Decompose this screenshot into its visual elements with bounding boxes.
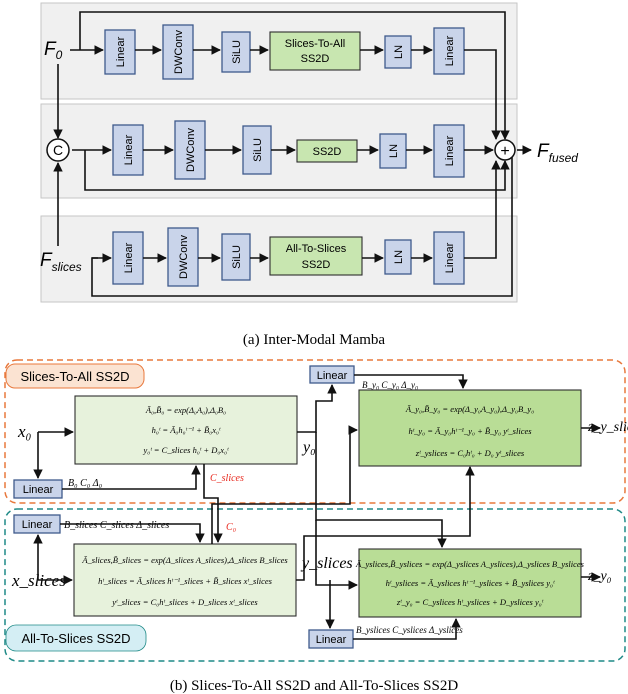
- row2-ss2d[interactable]: [296, 139, 358, 163]
- plus-label: +: [500, 143, 509, 160]
- fslices-label: Fslices: [40, 250, 82, 274]
- row1-ln-label: LN: [393, 45, 405, 59]
- row3-ln-label: LN: [393, 250, 405, 264]
- row3-linear[interactable]: [112, 231, 144, 285]
- row3-silu-label: SiLU: [231, 245, 243, 269]
- row2-linear2[interactable]: [433, 124, 465, 178]
- eq-br-3: zᵗ_y₀ = C_yslices hᵗ_yslices + D_yslices…: [396, 597, 544, 607]
- linear-xslices-label: Linear: [22, 519, 53, 531]
- x0-label: x₀: [17, 422, 32, 441]
- row1-linear-label: Linear: [115, 36, 127, 67]
- eq-tl-3: y₀ᵗ = C_slices h₀ᵗ + D₀x₀ᵗ: [143, 445, 230, 455]
- row1-silu[interactable]: [221, 31, 251, 73]
- f0-label: F0: [44, 39, 63, 62]
- row1-linear[interactable]: [104, 29, 136, 75]
- part-b-connectors: [33, 374, 601, 640]
- caption-a: (a) Inter-Modal Mamba: [243, 332, 385, 348]
- row2-linear[interactable]: [112, 124, 144, 176]
- eq-box-slices-to-all-a: [74, 395, 298, 465]
- row2-ln[interactable]: [379, 133, 407, 169]
- by0-label: B_y₀ C_y₀ Δ_y₀: [362, 380, 418, 390]
- linear-yslices-label: Linear: [316, 634, 347, 646]
- row3-linear2-label: Linear: [444, 242, 456, 273]
- region1-label: Slices-To-All SS2D: [20, 369, 129, 384]
- row1-linear2[interactable]: [433, 27, 465, 75]
- bslices-label: B_slices C_slices Δ_slices: [64, 520, 169, 531]
- row3-ln[interactable]: [384, 239, 412, 275]
- plus-node: [494, 139, 516, 161]
- cslices-label: C_slices: [210, 473, 244, 484]
- ss2d-diagram: Slices-To-All SS2D All-To-Slices SS2D Ā₀…: [4, 359, 628, 662]
- inter-modal-mamba-diagram: Linear DWConv SiLU Slices-To-All SS2D LN…: [40, 2, 578, 303]
- row1-dwconv[interactable]: [162, 24, 194, 80]
- linear-y0-label: Linear: [317, 370, 348, 382]
- row1-silu-label: SiLU: [231, 40, 243, 64]
- eq-br-1: Ā_yslices,B̄_yslices = exp(Δ_yslices A_y…: [355, 559, 585, 569]
- row2-ln-label: LN: [388, 144, 400, 158]
- row3-silu[interactable]: [221, 233, 251, 281]
- row2-silu[interactable]: [242, 125, 272, 175]
- row1-dwconv-label: DWConv: [173, 30, 185, 75]
- row3-ss2d-label2: SS2D: [302, 259, 331, 271]
- row3-linear-label: Linear: [123, 242, 135, 273]
- eq-tr-1: Ā_y₀,B̄_y₀ = exp(Δ_y₀A_y₀),Δ_y₀B_y₀: [405, 404, 534, 414]
- region-all-to-slices: [4, 508, 626, 662]
- region2-label: All-To-Slices SS2D: [21, 631, 130, 646]
- byslices-label: B_yslices C_yslices Δ_yslices: [356, 625, 463, 635]
- eq-box-all-to-slices-b: [358, 548, 582, 618]
- row1-ln[interactable]: [384, 35, 412, 69]
- row2-ss2d-label: SS2D: [313, 146, 342, 158]
- b0c0-label: B₀ C₀ Δ₀: [68, 478, 103, 489]
- c0-label: C₀: [226, 522, 237, 533]
- eq-tl-2: h₀ᵗ = Ā₀h₀ᵗ⁻¹ + B̄₀x₀ᵗ: [152, 425, 221, 435]
- row3-ss2d-label1: All-To-Slices: [286, 243, 347, 255]
- row1-ss2d[interactable]: [269, 31, 361, 71]
- concat-node: [46, 138, 70, 162]
- row2-linear2-label: Linear: [444, 135, 456, 166]
- region1-label-box: [5, 363, 145, 389]
- linear-x0-label: Linear: [23, 484, 54, 496]
- row3-dwconv-label: DWConv: [178, 235, 190, 280]
- row2-linear-label: Linear: [123, 134, 135, 165]
- part-a-connectors: [53, 11, 532, 297]
- eq-br-2: hᵗ_yslices = Ā_yslices hᵗ⁻¹_yslices + B̄…: [386, 578, 555, 588]
- row1-ss2d-label1: Slices-To-All: [285, 38, 346, 50]
- eq-tr-3: zᵗ_yslices = C₀hᵗ₀ + D₀ yᵗ_slices: [415, 448, 525, 458]
- y0-label: y₀: [301, 439, 316, 456]
- row2-silu-label: SiLU: [252, 138, 264, 162]
- eq-bl-3: yᵗ_slices = C₀hᵗ_slices + D_slices xᵗ_sl…: [111, 597, 258, 607]
- eq-bl-1: Ā_slices,B̄_slices = exp(Δ_slices A_slic…: [81, 555, 288, 565]
- row1-ss2d-label2: SS2D: [301, 53, 330, 65]
- row3-ss2d[interactable]: [269, 236, 363, 276]
- yslices-label: y_slices: [300, 555, 353, 572]
- eq-box-slices-to-all-b: [358, 389, 582, 467]
- region-slices-to-all: [4, 359, 626, 504]
- concat-label: C: [53, 142, 63, 158]
- eq-bl-2: hᵗ_slices = Ā_slices hᵗ⁻¹_slices + B̄_sl…: [98, 576, 273, 586]
- region2-label-box: [5, 624, 147, 652]
- row1-linear2-label: Linear: [444, 35, 456, 66]
- eq-tl-1: Ā₀,B̄₀ = exp(Δ₀A₀),Δ₀B₀: [145, 405, 226, 415]
- caption-b: (b) Slices-To-All SS2D and All-To-Slices…: [170, 678, 458, 694]
- row2-dwconv-label: DWConv: [185, 128, 197, 173]
- row3-dwconv[interactable]: [167, 227, 199, 287]
- ffused-label: Ffused: [537, 141, 578, 165]
- eq-tr-2: hᵗ_y₀ = Ā_y₀hᵗ⁻¹_y₀ + B̄_y₀ yᵗ_slices: [408, 426, 532, 436]
